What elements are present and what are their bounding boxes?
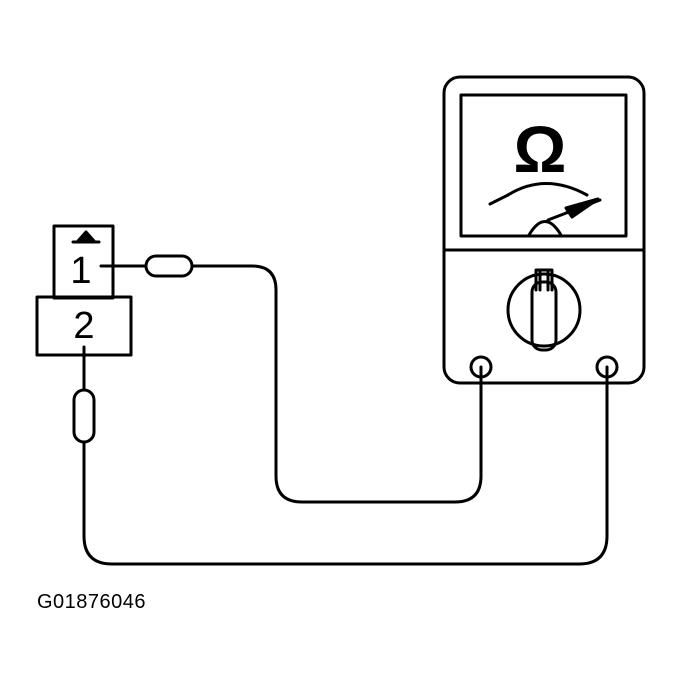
probe-lead-2 bbox=[72, 345, 609, 566]
orientation-arrow-icon bbox=[76, 230, 96, 243]
selector-knob-grip[interactable] bbox=[530, 280, 558, 352]
test-lead-2-wire bbox=[82, 365, 609, 566]
meter-scale-arc bbox=[506, 182, 589, 197]
probe-tip-2[interactable] bbox=[72, 388, 96, 444]
ohmmeter-body bbox=[442, 75, 646, 385]
selector-knob-top bbox=[534, 268, 554, 292]
terminal-1-label: 1 bbox=[70, 250, 91, 292]
ohm-symbol: Ω bbox=[514, 112, 567, 186]
meter-display-window bbox=[459, 93, 628, 238]
meter-scale-tick bbox=[488, 193, 510, 206]
selector-knob-icon[interactable] bbox=[506, 272, 582, 348]
terminal-2-label: 2 bbox=[73, 305, 94, 347]
probe-lead-1 bbox=[99, 254, 483, 504]
meter-needle-pivot bbox=[527, 220, 563, 237]
meter-needle-tip bbox=[564, 197, 600, 219]
test-lead-1-wire bbox=[190, 264, 483, 504]
probe-tip-1[interactable] bbox=[144, 254, 194, 278]
figure-id: G01876046 bbox=[37, 591, 147, 613]
ohmmeter bbox=[442, 75, 646, 385]
